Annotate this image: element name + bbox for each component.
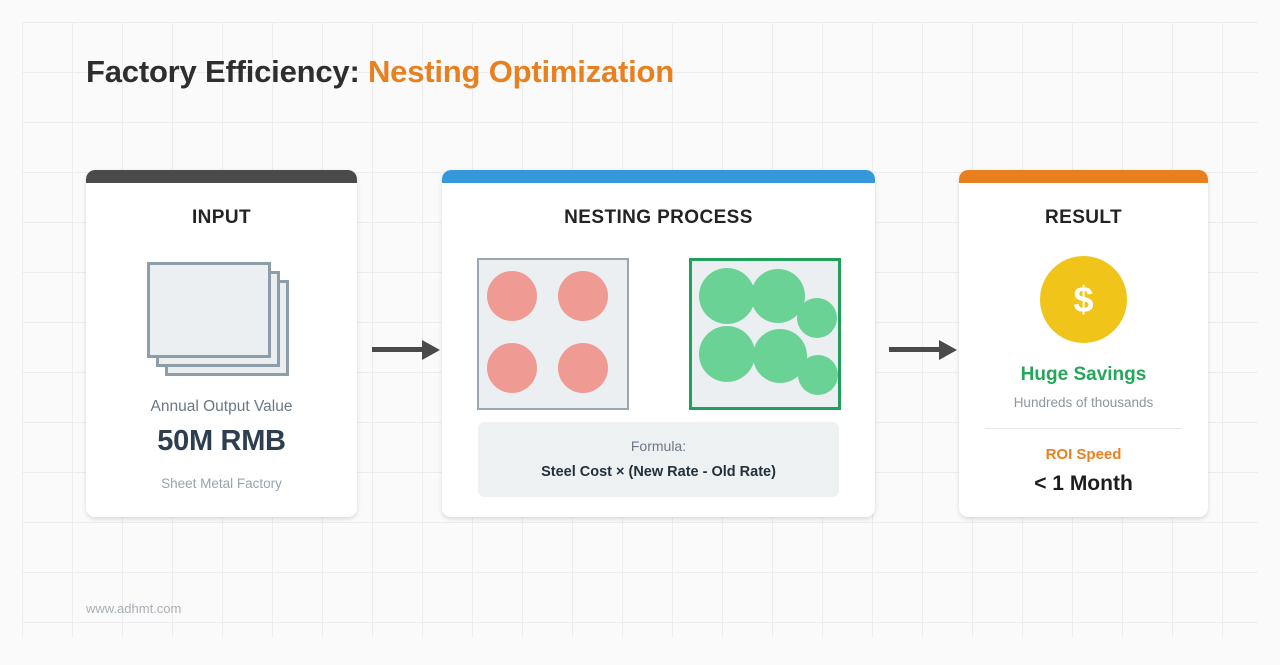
sheet-metal-stack-icon bbox=[146, 262, 297, 382]
part-circle bbox=[557, 271, 608, 321]
savings-title: Huge Savings bbox=[1020, 364, 1147, 385]
optimized-nesting-layout bbox=[688, 258, 841, 410]
part-circle bbox=[796, 298, 837, 338]
page-title-accent: Nesting Optimization bbox=[368, 54, 675, 89]
part-circle bbox=[698, 326, 755, 382]
part-circle bbox=[486, 271, 537, 321]
annual-output-value: 50M RMB bbox=[157, 425, 286, 457]
roi-speed-label: ROI Speed bbox=[1045, 446, 1122, 463]
part-circle bbox=[797, 355, 838, 395]
arrow-input-to-nesting bbox=[372, 337, 442, 363]
sheet-layer-front bbox=[146, 262, 271, 358]
card-result-top-bar bbox=[959, 170, 1208, 183]
dollar-coin-icon: $ bbox=[1040, 256, 1127, 343]
result-divider bbox=[985, 428, 1182, 429]
card-nesting-top-bar bbox=[442, 170, 875, 183]
dollar-symbol: $ bbox=[1073, 278, 1094, 320]
part-circle bbox=[557, 343, 608, 393]
formula-box: Formula: Steel Cost × (New Rate - Old Ra… bbox=[478, 422, 839, 497]
part-circle bbox=[698, 268, 755, 324]
factory-type-label: Sheet Metal Factory bbox=[161, 476, 282, 491]
arrow-nesting-to-result bbox=[889, 337, 959, 363]
card-input[interactable]: INPUT Annual Output Value 50M RMB Sheet … bbox=[86, 170, 357, 517]
old-nesting-layout bbox=[476, 258, 629, 410]
card-result-title: RESULT bbox=[1045, 207, 1122, 228]
card-nesting-process[interactable]: NESTING PROCESS Formula: Steel Cost × (N… bbox=[442, 170, 875, 517]
card-input-title: INPUT bbox=[192, 207, 251, 228]
roi-speed-value: < 1 Month bbox=[1034, 472, 1133, 495]
footer-watermark: www.adhmt.com bbox=[86, 601, 182, 616]
formula-expression: Steel Cost × (New Rate - Old Rate) bbox=[541, 464, 776, 480]
page-title: Factory Efficiency: Nesting Optimization bbox=[86, 54, 674, 90]
savings-subtitle: Hundreds of thousands bbox=[1013, 395, 1154, 410]
annual-output-label: Annual Output Value bbox=[150, 398, 293, 415]
part-circle bbox=[486, 343, 537, 393]
page-title-main: Factory Efficiency: bbox=[86, 54, 360, 89]
card-nesting-title: NESTING PROCESS bbox=[564, 207, 753, 228]
nesting-comparison bbox=[442, 258, 875, 410]
formula-label: Formula: bbox=[630, 438, 687, 454]
card-input-top-bar bbox=[86, 170, 357, 183]
part-circle bbox=[750, 269, 805, 323]
card-result[interactable]: RESULT $ Huge Savings Hundreds of thousa… bbox=[959, 170, 1208, 517]
